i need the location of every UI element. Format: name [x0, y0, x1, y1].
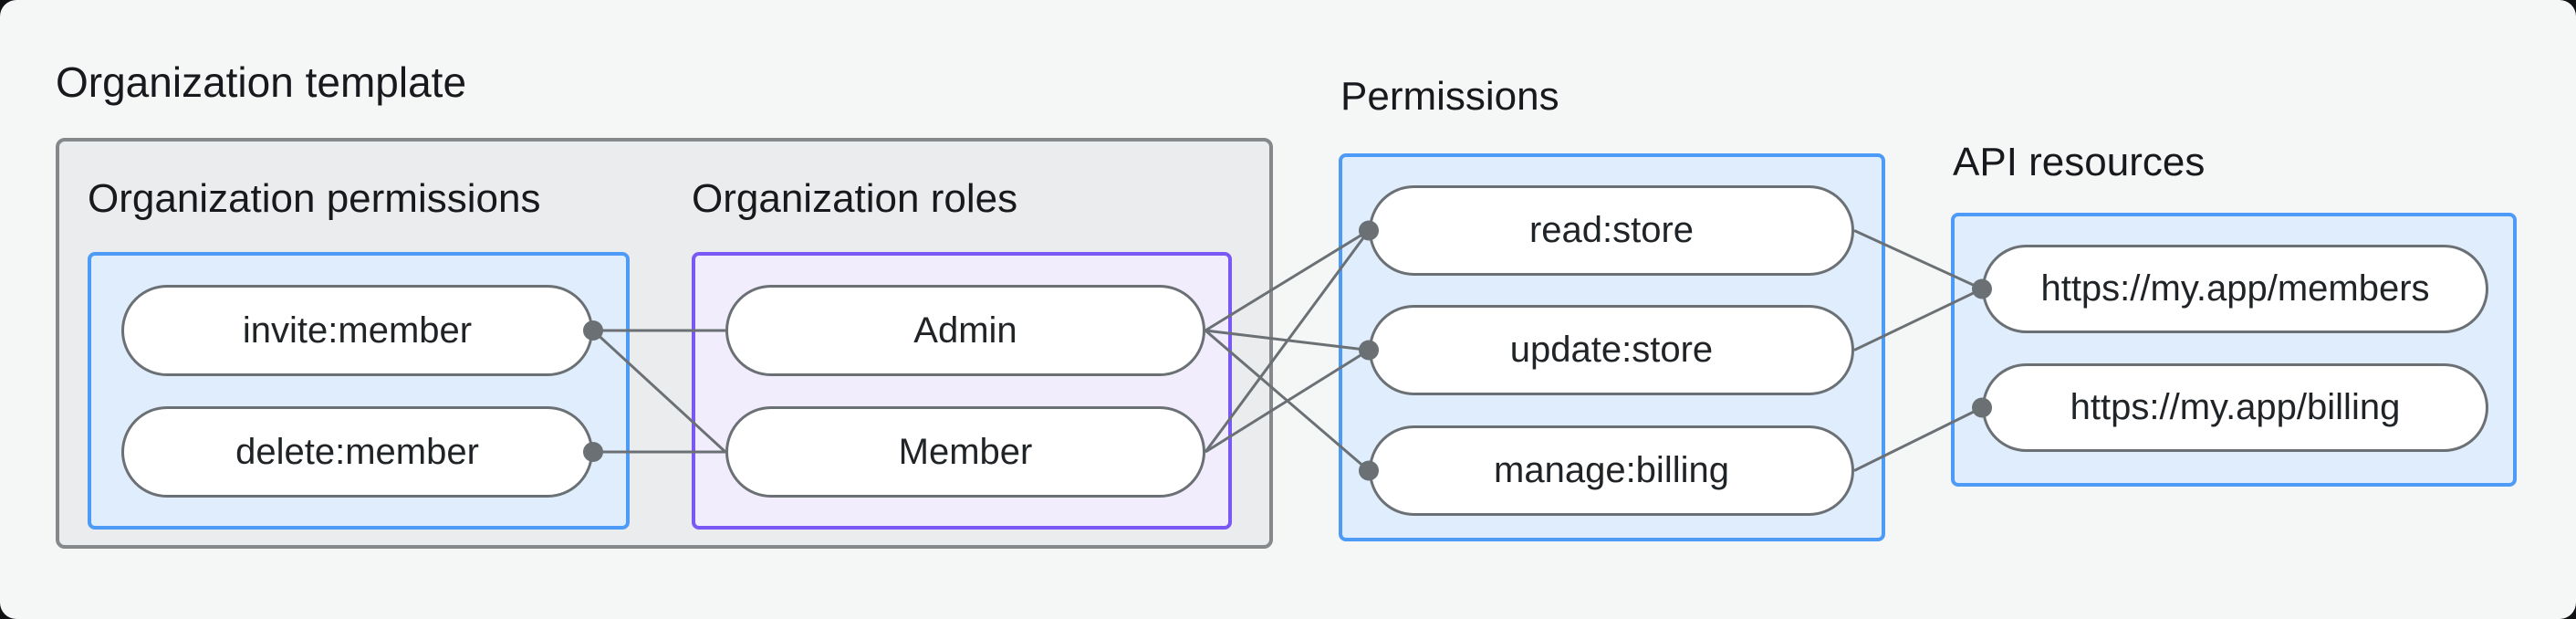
manage-billing-node: manage:billing — [1369, 425, 1854, 516]
api-resources-label: API resources — [1953, 140, 2206, 184]
read-store-node: read:store — [1369, 185, 1854, 276]
admin-node-label: Admin — [913, 310, 1017, 351]
read-store-node-label: read:store — [1528, 210, 1695, 250]
organization-roles-label: Organization roles — [692, 176, 1018, 221]
organization-template-label: Organization template — [56, 58, 467, 106]
invite-member-node: invite:member — [121, 285, 593, 376]
invite-member-node-label: invite:member — [242, 310, 473, 351]
organization-permissions-label: Organization permissions — [88, 176, 541, 221]
delete-member-node-label: delete:member — [235, 431, 479, 472]
members-api-node: https://my.app/members — [1982, 245, 2488, 333]
permissions-label: Permissions — [1340, 74, 1559, 119]
update-store-node: update:store — [1369, 305, 1854, 395]
member-node: Member — [725, 406, 1205, 498]
members-api-node-label: https://my.app/members — [2040, 268, 2430, 309]
delete-member-node: delete:member — [121, 406, 593, 498]
member-node-label: Member — [898, 431, 1033, 472]
billing-api-node: https://my.app/billing — [1982, 363, 2488, 452]
update-store-node-label: update:store — [1509, 330, 1714, 370]
manage-billing-node-label: manage:billing — [1494, 450, 1729, 490]
billing-api-node-label: https://my.app/billing — [2070, 387, 2401, 427]
admin-node: Admin — [725, 285, 1205, 376]
